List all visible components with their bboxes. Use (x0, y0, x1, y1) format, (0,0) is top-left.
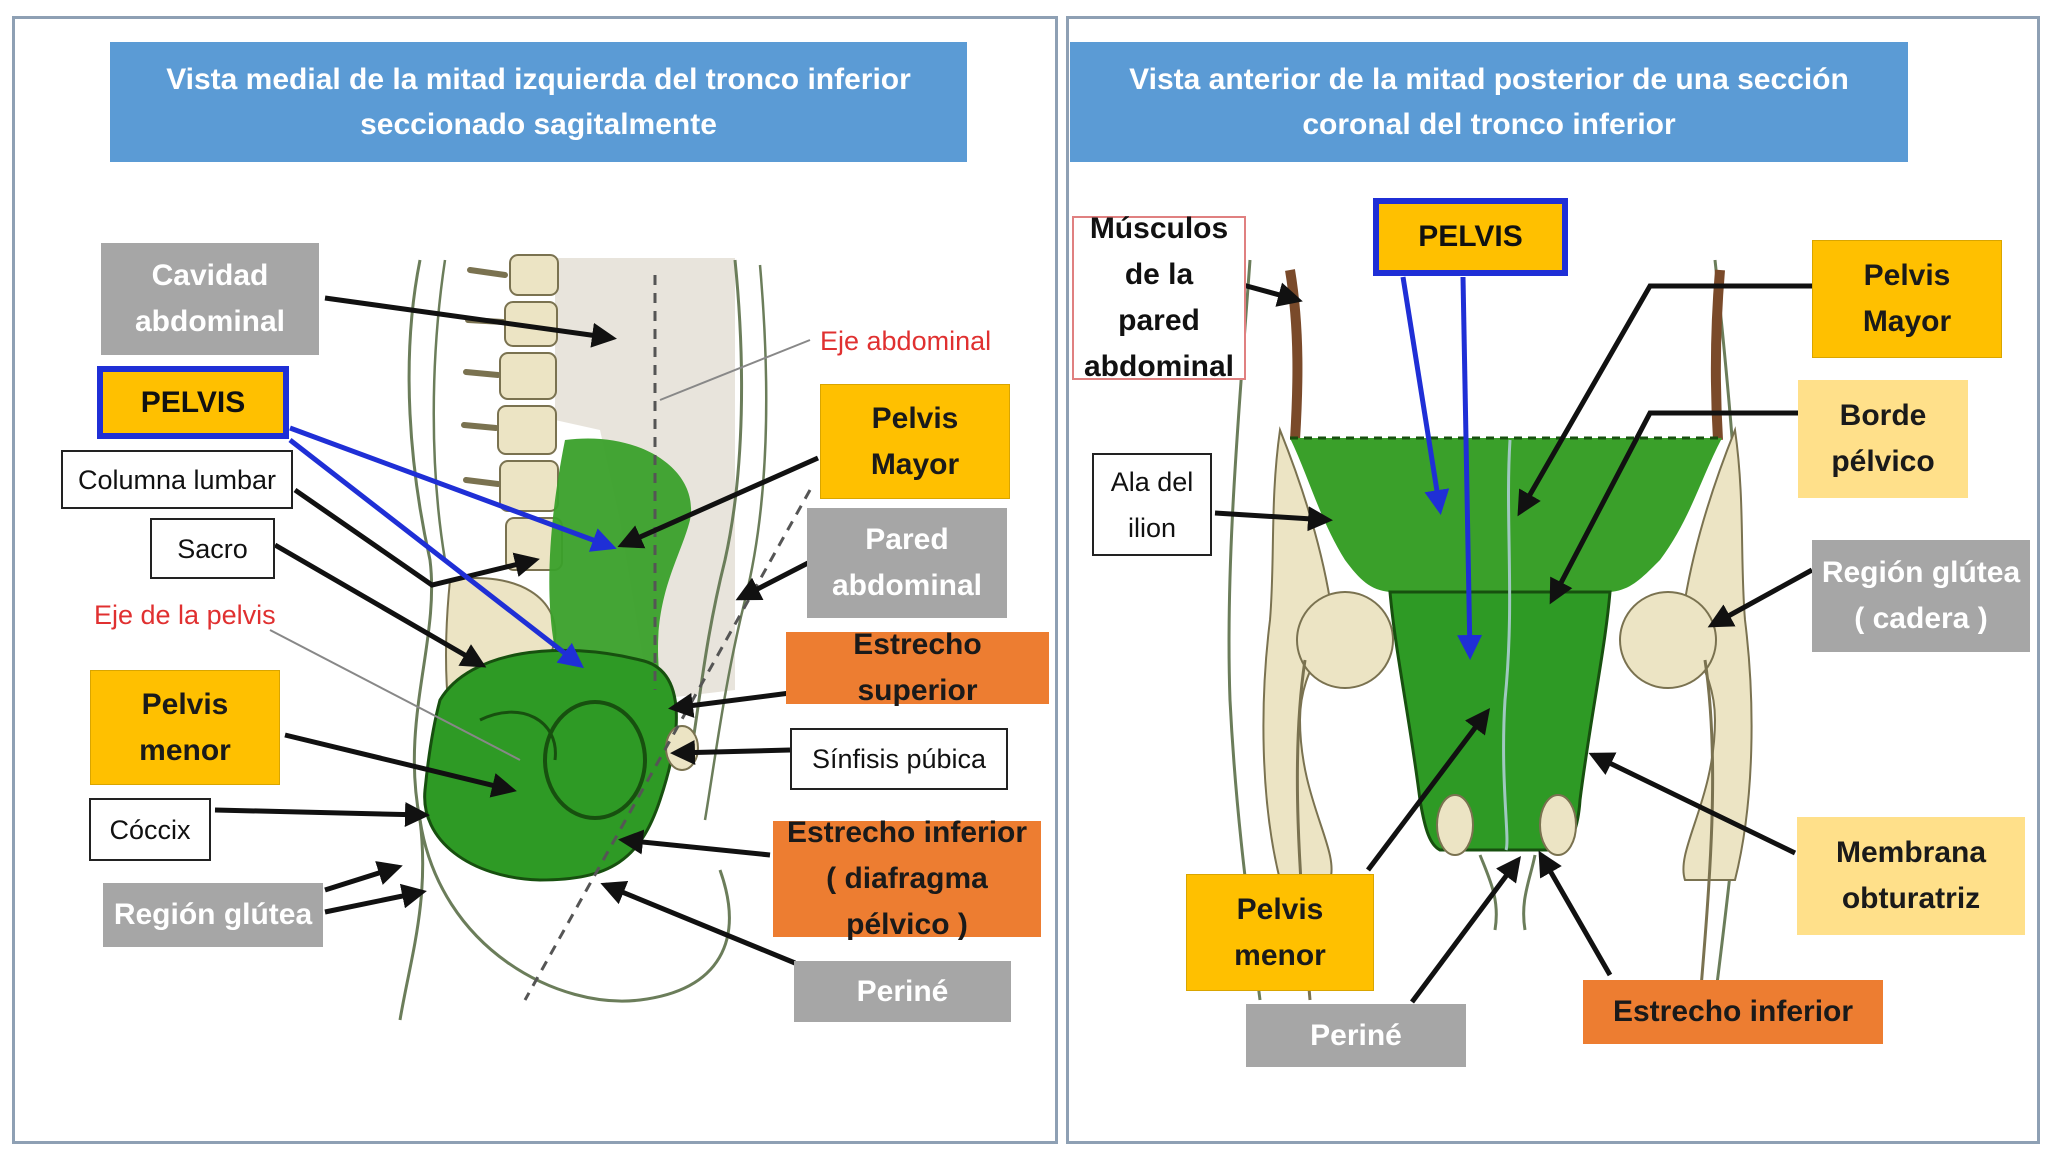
left-abdominal-muscle (1285, 269, 1303, 441)
label-eje-pelvis: Eje de la pelvis (94, 600, 276, 630)
label-pelvis-mayor-right: Pelvis Mayor (1812, 240, 2002, 358)
left-iliac-wing (1262, 426, 1333, 881)
label-borde-pelvico: Borde pélvico (1798, 380, 1968, 498)
label-region-glutea-right: Región glútea ( cadera ) (1812, 540, 2030, 652)
label-estrecho-inferior-right: Estrecho inferior (1583, 980, 1883, 1044)
right-femoral-head (1619, 591, 1717, 689)
front-wall-outline (688, 259, 744, 761)
label-pelvis-menor-left: Pelvis menor (90, 670, 280, 785)
lumbar-spine (461, 254, 563, 571)
label-cavidad-abdominal: Cavidad abdominal (101, 243, 319, 355)
back-outline (398, 259, 434, 1021)
lesser-pelvis-fill (423, 648, 678, 882)
pubic-symphysis-shape (665, 725, 699, 771)
right-lesser-pelvis-fill (1388, 590, 1612, 852)
right-greater-pelvis-fill (1290, 438, 1722, 592)
label-estrecho-inferior-left: Estrecho inferior ( diafragma pélvico ) (773, 816, 1041, 941)
label-perine-left: Periné (794, 961, 1011, 1022)
right-panel-title: Vista anterior de la mitad posterior de … (1070, 42, 1908, 162)
left-panel-title: Vista medial de la mitad izquierda del t… (110, 42, 967, 162)
label-sinfisis-pubica: Sínfisis púbica (790, 728, 1008, 790)
back-outline-2 (432, 259, 447, 561)
label-pelvis-mayor-left: Pelvis Mayor (820, 384, 1010, 499)
left-femoral-head (1296, 591, 1394, 689)
label-eje-abdominal: Eje abdominal (820, 326, 992, 356)
label-region-glutea-left: Región glútea (103, 883, 323, 947)
label-sacro: Sacro (150, 518, 275, 579)
left-ischium (1436, 794, 1474, 856)
label-pelvis-menor-right: Pelvis menor (1186, 874, 1374, 991)
label-ala-ilion: Ala del ilion (1092, 453, 1212, 556)
label-pelvis-right: PELVIS (1373, 198, 1568, 276)
label-perine-right: Periné (1246, 1004, 1466, 1067)
label-coccix: Cóccix (89, 798, 211, 861)
label-estrecho-superior: Estrecho superior (786, 628, 1049, 707)
label-membrana-obturatriz: Membrana obturatriz (1797, 817, 2025, 935)
label-pelvis-left: PELVIS (97, 366, 289, 439)
label-columna-lumbar: Columna lumbar (61, 450, 293, 509)
label-musculos-pared: Músculos de la pared abdominal (1072, 212, 1246, 383)
left-illustration (214, 254, 820, 1021)
label-pared-abdominal: Pared abdominal (807, 508, 1007, 618)
pelvic-axis-line (523, 489, 812, 1001)
right-abdominal-muscle (1710, 269, 1725, 441)
right-ischium (1539, 794, 1577, 856)
right-illustration (1214, 259, 1814, 1004)
